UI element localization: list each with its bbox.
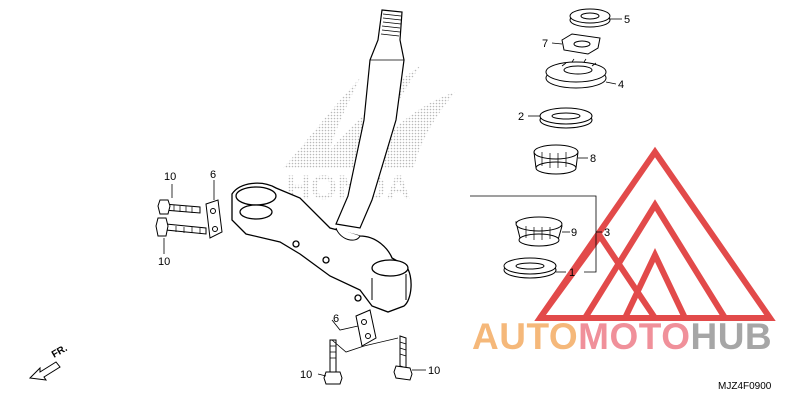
adjusting-nut xyxy=(545,58,607,89)
diagram-code: MJZ4F0900 xyxy=(718,381,772,392)
callout-6-upper: 6 xyxy=(210,169,216,181)
autumotohub-watermark: AUTOMOTOHUB xyxy=(472,318,772,355)
dust-seal xyxy=(539,107,593,129)
bolt-bottom-right xyxy=(393,335,413,381)
lower-dust-seal xyxy=(503,257,557,279)
bolt-upper-left xyxy=(157,199,201,215)
callout-3: 3 xyxy=(604,227,610,239)
callout-10-bottom-right: 10 xyxy=(428,365,440,377)
bottom-bridge xyxy=(231,182,412,313)
autumotohub-logo-icon xyxy=(534,146,776,321)
callout-2: 2 xyxy=(518,111,524,123)
callout-7: 7 xyxy=(542,38,548,50)
lock-washer xyxy=(561,33,601,55)
callout-10-bottom-left: 10 xyxy=(300,369,312,381)
bolt-bottom-left xyxy=(323,339,343,385)
leader-lines xyxy=(163,18,622,377)
front-arrow-icon: FR. xyxy=(28,343,70,381)
brand-part-moto: MOTO xyxy=(578,316,691,357)
cable-guide-plate-upper xyxy=(205,199,223,239)
callout-8: 8 xyxy=(590,153,596,165)
callout-4: 4 xyxy=(618,79,624,91)
upper-bearing xyxy=(533,144,579,175)
steering-stem xyxy=(335,9,405,229)
lock-nut xyxy=(569,8,611,28)
brand-part-auto: AUTO xyxy=(472,316,579,357)
callout-1: 1 xyxy=(569,267,575,279)
callout-9: 9 xyxy=(571,227,577,239)
callout-10-lower: 10 xyxy=(158,256,170,268)
callout-6-lower: 6 xyxy=(333,313,339,325)
callout-10-upper: 10 xyxy=(164,171,176,183)
front-arrow-label: FR. xyxy=(50,343,70,361)
bolt-lower-left xyxy=(155,217,207,237)
brand-part-hub: HUB xyxy=(690,316,773,357)
cable-guide-plate-lower xyxy=(355,309,377,347)
callout-5: 5 xyxy=(624,14,630,26)
lower-bearing xyxy=(515,216,563,247)
